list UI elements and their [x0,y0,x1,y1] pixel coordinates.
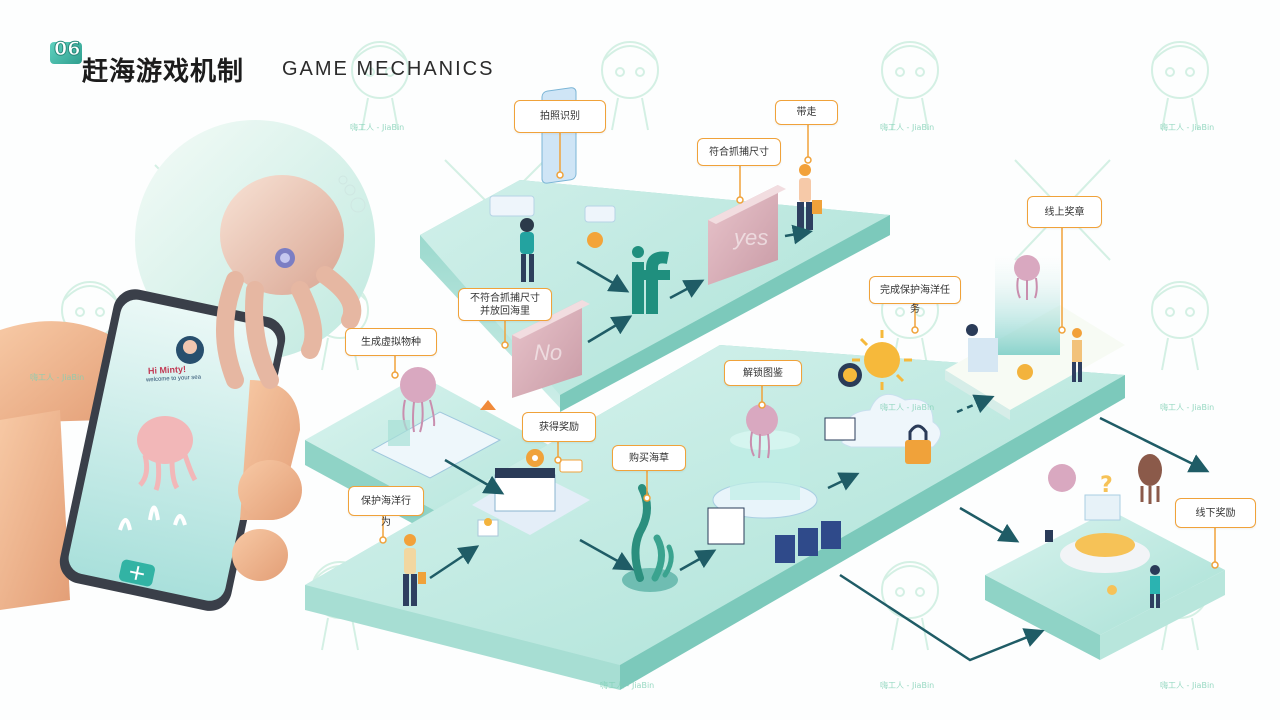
offline-reward-scene: ? [1045,454,1162,608]
platform-right [985,510,1225,660]
watermark-text: 嗨工人 - JiaBin [1160,123,1215,132]
yes-panel-label: yes [734,225,769,250]
callout-dots [379,156,1219,569]
callout-unlock: 解锁图鉴 [724,360,802,386]
watermark-text: 嗨工人 - JiaBin [350,123,405,132]
hand-phone-illustration [0,120,375,611]
callout-online-badge: 线上奖章 [1027,196,1102,228]
watermark-text: 嗨工人 - JiaBin [1160,681,1215,690]
callout-meets-size: 符合抓捕尺寸 [697,138,781,166]
atlas-tank [707,404,841,563]
phone-greeting: Hi Minty! [147,364,187,376]
shop-scene [472,449,590,537]
seaweed-scene [622,484,678,592]
callout-get-reward: 获得奖励 [522,412,596,442]
generate-scene [370,367,502,479]
no-panel-label: No [534,340,563,365]
watermark-text: 嗨工人 - JiaBin [880,681,935,690]
page-title: 赶海游戏机制 [82,57,245,87]
watermark-text: 嗨工人 - JiaBin [1160,403,1215,412]
callout-not-meet-size: 不符合抓捕尺寸 并放回海里 [458,288,552,321]
task-scene [824,330,941,464]
watermark-text: 嗨工人 - JiaBin [880,403,935,412]
callout-protect: 保护海洋行为 [348,486,424,528]
svg-text:?: ? [1100,473,1113,498]
if-block [632,246,670,314]
flow-arrows [429,224,1210,662]
section-number: 06 [53,38,81,61]
callout-take-away: 带走 [775,100,838,125]
online-badge-tower [966,255,1082,382]
callout-complete: 完成保护海洋任务 [869,276,961,315]
protect-person [403,534,426,606]
callout-generate: 生成虚拟物种 [345,328,437,356]
callout-buy-seaweed: 购买海草 [612,445,686,471]
no-panel [512,300,590,398]
yes-panel [708,185,786,285]
carry-person [797,164,822,230]
callout-offline-reward: 线下奖励 [1175,498,1256,528]
watermark-text: 嗨工人 - JiaBin [600,681,655,690]
section-number-badge [50,42,82,64]
watermark-text: 嗨工人 - JiaBin [880,123,935,132]
page-subtitle: GAME MECHANICS [282,58,495,80]
callout-photo: 拍照识别 [514,100,606,133]
watermark-text: 嗨工人 - JiaBin [30,373,85,382]
